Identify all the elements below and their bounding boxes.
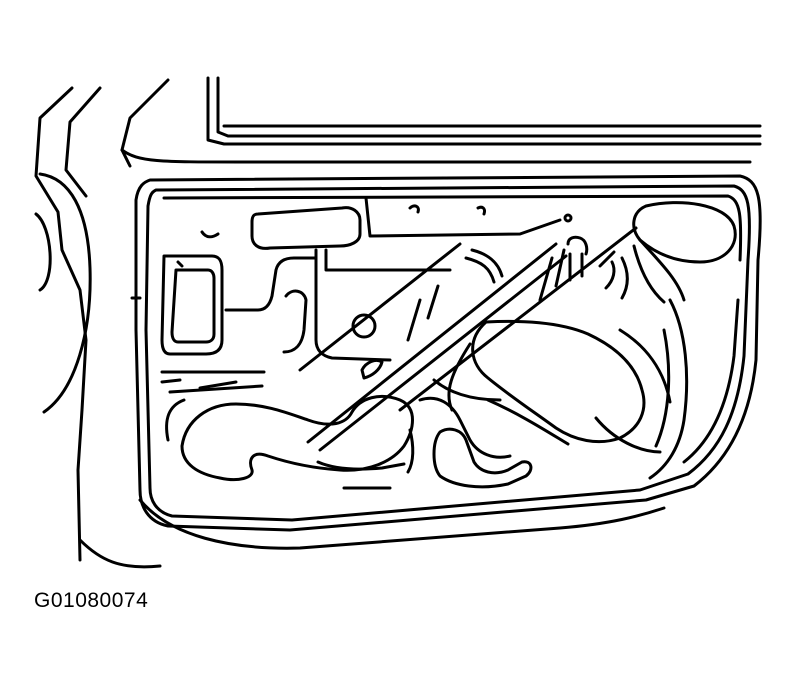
- figure-code: G01080074: [34, 589, 149, 612]
- left-access-opening: [160, 254, 224, 356]
- window-frame: [120, 76, 762, 164]
- lower-left-opening: [165, 395, 414, 482]
- upper-recess: [200, 196, 573, 250]
- latch-recess: [632, 201, 737, 304]
- a-pillar: [34, 78, 170, 562]
- lower-center-openings: [316, 427, 533, 490]
- door-outer-shell: [78, 174, 762, 569]
- mirror-mount: [34, 172, 92, 414]
- lower-left-rails: [160, 370, 266, 394]
- mid-bracket: [224, 248, 452, 380]
- regulator-arms: [298, 226, 638, 452]
- right-lower-curves: [594, 298, 689, 480]
